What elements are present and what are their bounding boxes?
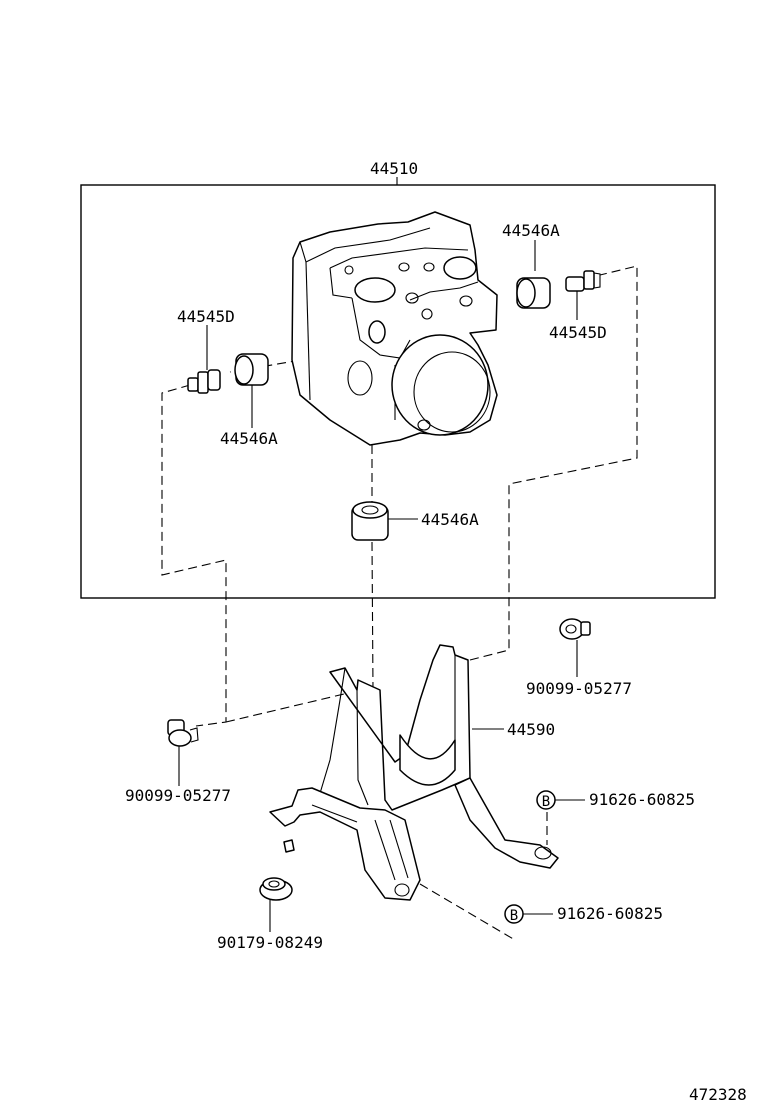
label-bolt-left: 44545D [177, 307, 235, 326]
nut [259, 877, 293, 901]
bolt-right [565, 270, 601, 292]
label-cushion-top: 44546A [502, 221, 560, 240]
marker-b-lower-label: B [510, 908, 518, 924]
label-bracket-bolt-left: 90099-05277 [125, 786, 231, 805]
label-assembly: 44510 [370, 159, 418, 178]
label-bracket: 44590 [507, 720, 555, 739]
bolt-left [187, 369, 221, 394]
label-cushion-left: 44546A [220, 429, 278, 448]
cushion-bottom [351, 501, 389, 541]
bracket-bolt-right [559, 618, 591, 640]
label-bolt-right: 44545D [549, 323, 607, 342]
diagram-number: 472328 [689, 1085, 747, 1104]
abs-actuator [291, 211, 498, 446]
label-bolt-b-lower: 91626-60825 [557, 904, 663, 923]
assembly-frame [80, 184, 716, 599]
bracket [269, 644, 559, 901]
label-bolt-b-upper: 91626-60825 [589, 790, 695, 809]
cushion-top [516, 277, 551, 309]
label-nut: 90179-08249 [217, 933, 323, 952]
bracket-bolt-left [167, 719, 199, 747]
label-cushion-bottom: 44546A [421, 510, 479, 529]
label-bracket-bolt-right: 90099-05277 [526, 679, 632, 698]
marker-b-upper-label: B [542, 794, 550, 810]
cushion-left [234, 353, 269, 386]
